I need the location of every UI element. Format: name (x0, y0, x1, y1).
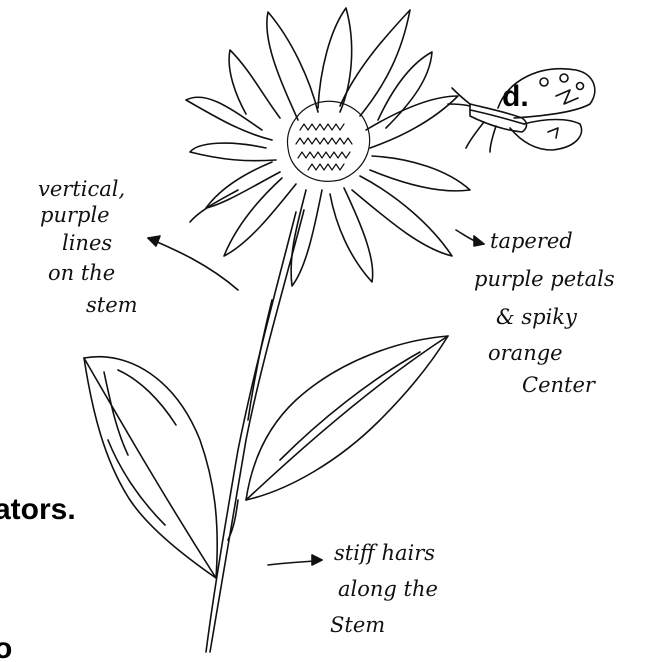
flower-petals (186, 8, 470, 286)
annotation-line: vertical, (38, 177, 125, 201)
flower-center (287, 101, 369, 181)
annotation-line: lines (62, 231, 112, 255)
annotation-line: along the (338, 577, 438, 601)
left-leaf (84, 357, 217, 578)
annotation-line: & spiky (496, 305, 578, 329)
annotation-line: orange (488, 341, 563, 365)
annotation-stem-lines: vertical, purple lines on the stem (38, 177, 138, 317)
annotation-line: purple petals (474, 267, 615, 291)
annotation-petals: tapered purple petals & spiky orange Cen… (474, 229, 615, 397)
annotation-line: purple (40, 203, 110, 227)
annotation-line: stiff hairs (334, 541, 435, 565)
arrow-hairs (268, 555, 322, 565)
annotation-line: on the (48, 261, 115, 285)
arrow-petals (456, 230, 484, 246)
annotation-line: tapered (490, 229, 573, 253)
annotation-line: Center (522, 373, 597, 397)
butterfly (448, 69, 595, 152)
annotation-line: stem (86, 293, 138, 317)
annotation-hairs: stiff hairs along the Stem (330, 541, 438, 637)
arrow-stem-lines (148, 236, 238, 290)
annotation-line: Stem (330, 613, 385, 637)
right-leaf (228, 336, 448, 540)
